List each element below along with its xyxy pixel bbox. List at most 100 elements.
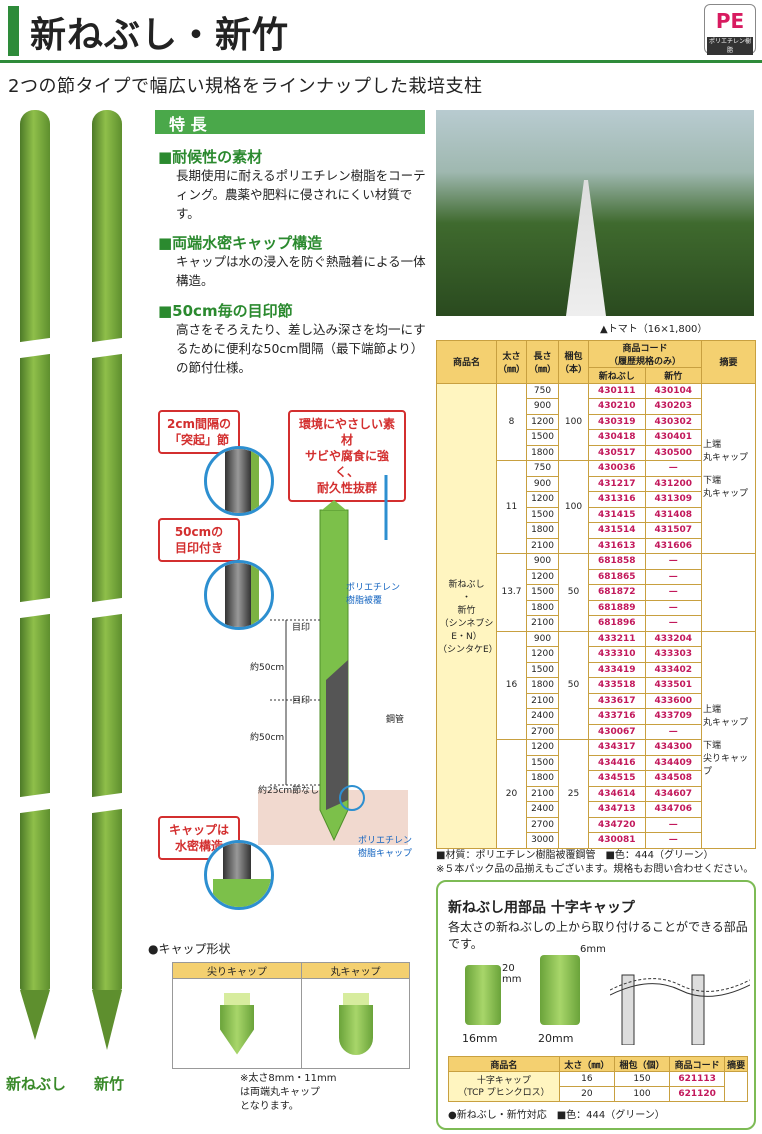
code-cell: 431606 [644, 537, 703, 554]
length-cell: 1500 [526, 754, 560, 771]
code-cell: 433211 [588, 630, 646, 647]
pack-cell: 50 [558, 553, 590, 632]
label-approx-50: 約50cm [250, 663, 285, 673]
callout-mark: 50cmの 目印付き [158, 518, 240, 562]
code-cell: 433402 [644, 661, 703, 678]
code-cell: 430067 [588, 723, 646, 740]
code-cell: — [644, 584, 703, 601]
note-cell: 上端 丸キャップ 下端 丸キャップ [701, 382, 756, 554]
code-cell: 431514 [588, 522, 646, 539]
length-cell: 900 [526, 630, 560, 647]
cross-cap-table: 商品名 太さ（㎜） 梱包（個） 商品コード 摘要 十字キャップ （TCP プヒン… [448, 1056, 748, 1102]
cross-col-pack: 梱包（個） [613, 1056, 671, 1072]
code-cell: 431507 [644, 522, 703, 539]
label-no-node: 約25cm節なし [258, 786, 320, 796]
pe-label: PE [715, 9, 745, 33]
dia-cell: 13.7 [495, 553, 528, 632]
cross-cap-usage-illustration [610, 974, 750, 1045]
cap-shape-note: ※太さ8mm・11mm は両端丸キャップ となります。 [240, 1073, 337, 1112]
dia-cell: 20 [495, 739, 528, 849]
length-cell: 2700 [526, 723, 560, 740]
code-cell: 431408 [644, 506, 703, 523]
stake-cross-section-diagram [258, 475, 408, 845]
col-pack: 梱包 （本） [558, 340, 590, 384]
code-cell: — [644, 615, 703, 632]
length-cell: 1800 [526, 522, 560, 539]
length-cell: 3000 [526, 832, 560, 849]
col-nebushi: 新ねぶし [588, 367, 646, 384]
greenhouse-photo [436, 110, 754, 316]
length-cell: 1200 [526, 739, 560, 756]
feature-title: ■両端水密キャップ構造 [158, 234, 323, 252]
code-cell: 430203 [644, 398, 703, 415]
spec-note-material: ■材質：ポリエチレン樹脂被覆鋼管 ■色：444（グリーン） [436, 850, 714, 861]
length-cell: 2700 [526, 816, 560, 833]
length-cell: 2100 [526, 785, 560, 802]
spec-note-pack: ※５本パック品の品揃えもございます。規格もお問い合わせください。 [436, 864, 754, 875]
length-cell: 1200 [526, 568, 560, 585]
length-cell: 2400 [526, 708, 560, 725]
code-cell: — [644, 599, 703, 616]
page-title: 新ねぶし・新竹 [30, 15, 290, 56]
code-cell: 431316 [588, 491, 646, 508]
code-cell: 431613 [588, 537, 646, 554]
size-16mm: 16mm [462, 1032, 498, 1045]
code-cell: 681858 [588, 553, 646, 570]
code-cell: 434416 [588, 754, 646, 771]
dim-20mm: 20 mm [502, 963, 522, 985]
length-cell: 1800 [526, 444, 560, 461]
length-cell: 2100 [526, 615, 560, 632]
round-cap-illustration [338, 1004, 373, 1055]
code-cell: 681896 [588, 615, 646, 632]
code-cell: 430081 [588, 832, 646, 849]
pack-cell: 100 [558, 460, 590, 554]
length-cell: 750 [526, 382, 560, 399]
spec-notes: ■材質：ポリエチレン樹脂被覆鋼管 ■色：444（グリーン） ※５本パック品の品揃… [436, 849, 753, 877]
product-name-cell: 新ねぶし ・ 新竹 （シンネブシE・N） （シンタケE） [436, 382, 498, 849]
feature-title: ■耐候性の素材 [158, 148, 263, 166]
code-cell: 430036 [588, 460, 646, 477]
stake-nebushi-tip [20, 990, 50, 1040]
code-cell: — [644, 460, 703, 477]
pe-badge: PE ポリエチレン樹脂 [704, 4, 756, 55]
code-cell: 430111 [588, 382, 646, 399]
code-cell: — [644, 816, 703, 833]
code-cell: 433617 [588, 692, 646, 709]
stake-nebushi [20, 110, 50, 990]
cap-shapes-title: ●キャップ形状 [148, 942, 231, 956]
dia-cell: 11 [495, 460, 528, 554]
code-cell: 434515 [588, 770, 646, 787]
code-cell: 434300 [644, 739, 703, 756]
cross-cap-note: ●新ねぶし・新竹対応 ■色：444（グリーン） [448, 1110, 665, 1121]
feature-body: キャップは水の浸入を防ぐ熱融着による一体構造。 [176, 254, 426, 288]
feature-title: ■50cm毎の目印節 [158, 302, 293, 320]
code-cell: 430319 [588, 413, 646, 430]
cross-col-dia: 太さ（㎜） [558, 1056, 615, 1072]
dia-cell: 8 [495, 382, 528, 461]
cap-col-pointed: 尖りキャップ [171, 962, 303, 979]
title-accent-bar [8, 6, 19, 56]
callout-protrusion: 2cm間隔の 「突起」節 [158, 410, 240, 454]
cross-pack: 150 [613, 1071, 671, 1087]
code-cell: 434607 [644, 785, 703, 802]
code-cell: 681872 [588, 584, 646, 601]
code-cell: 430500 [644, 444, 703, 461]
code-cell: 433310 [588, 646, 646, 663]
length-cell: 750 [526, 460, 560, 477]
code-cell: 433419 [588, 661, 646, 678]
length-cell: 2100 [526, 692, 560, 709]
note-cell: 上端 丸キャップ 下端 尖りキャップ [701, 630, 756, 849]
code-cell: 433709 [644, 708, 703, 725]
code-cell: 430210 [588, 398, 646, 415]
code-cell: — [644, 723, 703, 740]
